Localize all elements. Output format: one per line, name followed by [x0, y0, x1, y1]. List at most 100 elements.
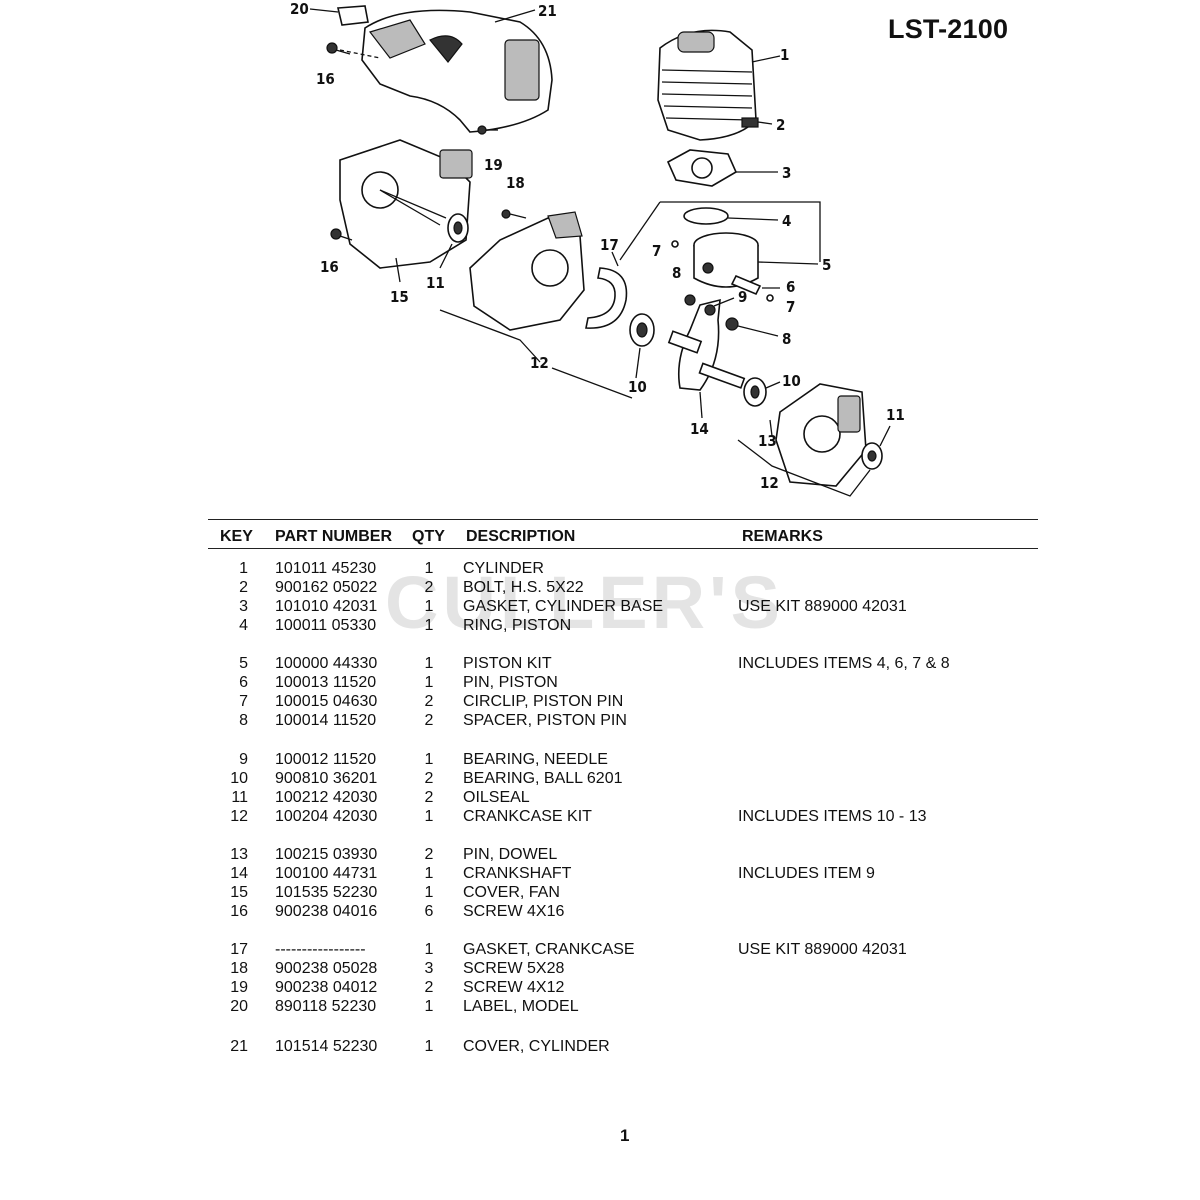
row-part-number: 100012 11520 — [275, 751, 377, 768]
row-part-number: 101011 45230 — [275, 560, 377, 577]
part-oilseal-right-drawing — [861, 425, 891, 470]
row-part-number: 900238 04012 — [275, 979, 378, 996]
row-part-number: 100014 11520 — [275, 712, 377, 729]
callout-10-right: 10 — [782, 372, 801, 390]
part-piston-drawing — [693, 232, 819, 288]
row-description: SCREW 4X16 — [463, 903, 565, 920]
row-description: CRANKSHAFT — [463, 865, 572, 882]
row-remarks: INCLUDES ITEM 9 — [738, 865, 875, 882]
row-key: 6 — [239, 674, 248, 691]
row-qty: 1 — [424, 598, 434, 615]
callout-2: 2 — [776, 116, 785, 134]
header-description: DESCRIPTION — [466, 528, 576, 545]
row-qty: 1 — [424, 808, 434, 825]
row-description: BEARING, BALL 6201 — [463, 770, 623, 787]
row-qty: 1 — [424, 865, 434, 882]
row-qty: 2 — [424, 579, 434, 596]
callout-18: 18 — [506, 174, 525, 192]
row-key: 13 — [230, 846, 248, 863]
part-spacer-drawing — [684, 294, 779, 337]
row-qty: 2 — [424, 693, 434, 710]
row-part-number: 900238 04016 — [275, 903, 378, 920]
row-key: 4 — [239, 617, 248, 634]
row-key: 7 — [239, 693, 248, 710]
part-oilseal-left-drawing — [439, 213, 469, 269]
row-key: 3 — [239, 598, 248, 615]
callout-6: 6 — [786, 278, 795, 296]
row-description: GASKET, CYLINDER BASE — [463, 598, 664, 615]
row-key: 9 — [239, 751, 248, 768]
part-piston-ring-drawing — [683, 207, 779, 225]
part-fan-cover-drawing — [339, 139, 473, 283]
row-description: CYLINDER — [463, 560, 544, 577]
callout-12-right: 12 — [760, 474, 779, 492]
callout-20: 20 — [290, 0, 309, 18]
row-key: 2 — [239, 579, 248, 596]
row-qty: 2 — [424, 979, 434, 996]
row-part-number: 100015 04630 — [275, 693, 378, 710]
callout-15: 15 — [390, 288, 409, 306]
callout-10-left: 10 — [628, 378, 647, 396]
table-row: 5 100000 44330 1 PISTON KIT INCLUDES ITEMS 4… — [0, 655, 1200, 674]
part-cylinder-cover-drawing — [339, 9, 553, 133]
row-remarks: USE KIT 889000 42031 — [738, 598, 907, 615]
row-qty: 1 — [424, 941, 434, 958]
part-model-label-drawing — [309, 5, 369, 26]
row-qty: 1 — [424, 655, 434, 672]
row-description: COVER, CYLINDER — [463, 1038, 610, 1055]
part-screw-16-upper-drawing — [326, 42, 351, 55]
row-description: PIN, PISTON — [463, 674, 558, 691]
row-description: PIN, DOWEL — [463, 846, 558, 863]
row-qty: 2 — [424, 789, 434, 806]
row-description: PISTON KIT — [463, 655, 552, 672]
part-crankcase-right-drawing — [737, 383, 871, 497]
row-part-number: 900238 05028 — [275, 960, 378, 977]
row-qty: 2 — [424, 846, 434, 863]
table-header-rule — [208, 548, 1038, 549]
callout-5: 5 — [822, 256, 831, 274]
row-key: 18 — [230, 960, 248, 977]
row-qty: 1 — [424, 884, 434, 901]
table-header: KEY PART NUMBER QTY DESCRIPTION REMARKS — [0, 528, 1200, 548]
row-part-number: 890118 52230 — [275, 998, 377, 1015]
part-screw-19-drawing — [477, 125, 498, 135]
row-qty: 1 — [424, 998, 434, 1015]
watermark: CULLER'S — [385, 561, 785, 644]
row-part-number: 100013 11520 — [275, 674, 377, 691]
callout-9: 9 — [738, 288, 747, 306]
part-bolt-drawing — [741, 117, 773, 128]
row-qty: 2 — [424, 712, 434, 729]
row-qty: 1 — [424, 1038, 434, 1055]
part-piston-kit-bracket — [619, 201, 821, 262]
row-remarks: INCLUDES ITEMS 4, 6, 7 & 8 — [738, 655, 950, 672]
part-screw-16-lower-drawing — [330, 228, 353, 241]
table-row: 13 100215 03930 2 PIN, DOWEL — [0, 846, 1200, 865]
row-part-number: 100215 03930 — [275, 846, 378, 863]
part-crankshaft-drawing — [667, 297, 746, 419]
row-qty: 6 — [424, 903, 434, 920]
exploded-parts-diagram: 20 21 16 1 2 19 18 3 4 17 7 5 16 11 8 9 … — [290, 0, 905, 497]
callout-13: 13 — [758, 432, 777, 450]
row-part-number: 100000 44330 — [275, 655, 378, 672]
row-part-number: ----------------- — [275, 941, 366, 958]
row-description: LABEL, MODEL — [463, 998, 579, 1015]
row-key: 5 — [239, 655, 248, 672]
row-key: 15 — [230, 884, 248, 901]
row-part-number: 100204 42030 — [275, 808, 378, 825]
row-description: BOLT, H.S. 5X22 — [463, 579, 584, 596]
row-part-number: 900810 36201 — [275, 770, 378, 787]
row-description: GASKET, CRANKCASE — [463, 941, 635, 958]
